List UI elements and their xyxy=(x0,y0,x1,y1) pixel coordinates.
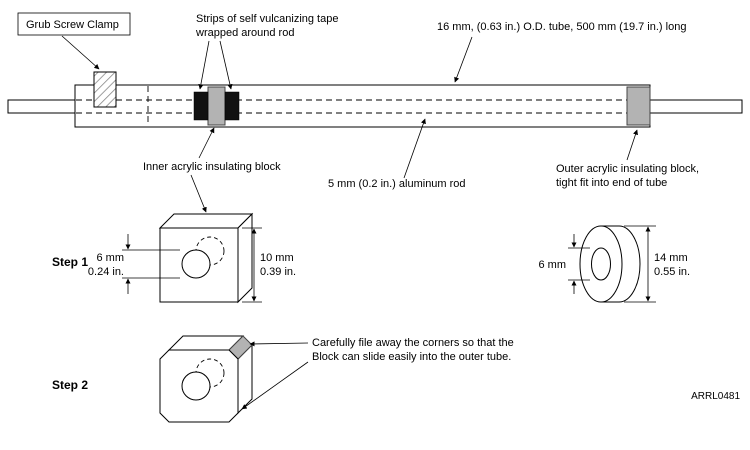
hole-dim-in: 0.24 in. xyxy=(88,266,124,278)
outer-block-label-line2: tight fit into end of tube xyxy=(556,177,667,189)
block-dim-mm: 10 mm xyxy=(260,252,294,264)
file-note-arrow-top xyxy=(249,341,309,347)
file-note-line1: Carefully file away the corners so that … xyxy=(312,337,514,349)
outer-acrylic-block xyxy=(626,86,651,126)
tube-assembly xyxy=(7,71,743,128)
tape-arrow-right xyxy=(219,40,233,90)
step1-block-top-face xyxy=(158,213,254,229)
tape-strip-left xyxy=(193,91,209,121)
inner-acrylic-block xyxy=(207,86,226,126)
step1-hole xyxy=(181,249,211,279)
inner-block-label: Inner acrylic insulating block xyxy=(143,161,281,173)
outer-hole-dim: 6 mm xyxy=(539,259,567,271)
step2-title: Step 2 xyxy=(52,378,88,392)
step1-block-right-face xyxy=(237,212,253,304)
rod-arrow xyxy=(403,118,426,179)
cylinder-hole xyxy=(591,247,611,281)
step1-hole-dimension: 6 mm 0.24 in. xyxy=(88,234,180,294)
grub-screw xyxy=(93,71,117,108)
outer-diameter-dimension: 14 mm 0.55 in. xyxy=(624,225,690,303)
clamp-arrow xyxy=(61,35,100,70)
rod-left-end xyxy=(7,99,76,114)
tape-strip-right xyxy=(224,91,240,121)
step2-hole xyxy=(181,371,211,401)
tape-label-line1: Strips of self vulcanizing tape xyxy=(196,13,338,25)
step1-block xyxy=(158,212,254,304)
callouts: Grub Screw Clamp Strips of self vulcaniz… xyxy=(17,12,699,213)
step1-section: Step 1 6 mm 0.24 in. 10 mm 0.39 in. xyxy=(52,212,690,304)
outer-tube xyxy=(74,84,651,128)
inner-block-arrow-down xyxy=(190,174,207,213)
inner-block-arrow-up xyxy=(198,127,215,159)
step1-title: Step 1 xyxy=(52,255,88,269)
outer-block-drawing xyxy=(579,225,641,303)
rod-label: 5 mm (0.2 in.) aluminum rod xyxy=(328,178,466,190)
step2-block xyxy=(159,335,253,423)
outer-dim-mm: 14 mm xyxy=(654,252,688,264)
file-note-arrow-bottom xyxy=(241,361,309,410)
tube-label: 16 mm, (0.63 in.) O.D. tube, 500 mm (19.… xyxy=(437,21,686,33)
hole-dim-mm: 6 mm xyxy=(97,252,125,264)
tube-arrow xyxy=(454,36,473,83)
rod-right-end xyxy=(649,99,743,114)
tape-label-line2: wrapped around rod xyxy=(195,27,294,39)
file-note-line2: Block can slide easily into the outer tu… xyxy=(312,351,511,363)
tape-arrow-left xyxy=(198,40,210,90)
step1-block-dimension: 10 mm 0.39 in. xyxy=(242,227,296,303)
outer-block-arrow xyxy=(626,129,638,161)
outer-block-label-line1: Outer acrylic insulating block, xyxy=(556,163,699,175)
figure-code: ARRL0481 xyxy=(691,391,740,402)
clamp-label-box xyxy=(17,12,131,36)
block-dim-in: 0.39 in. xyxy=(260,266,296,278)
outer-dim-in: 0.55 in. xyxy=(654,266,690,278)
outer-hole-dimension: 6 mm xyxy=(539,234,590,294)
clamp-label: Grub Screw Clamp xyxy=(26,19,119,31)
step2-section: Step 2 Carefully file away the corners s… xyxy=(52,335,514,423)
